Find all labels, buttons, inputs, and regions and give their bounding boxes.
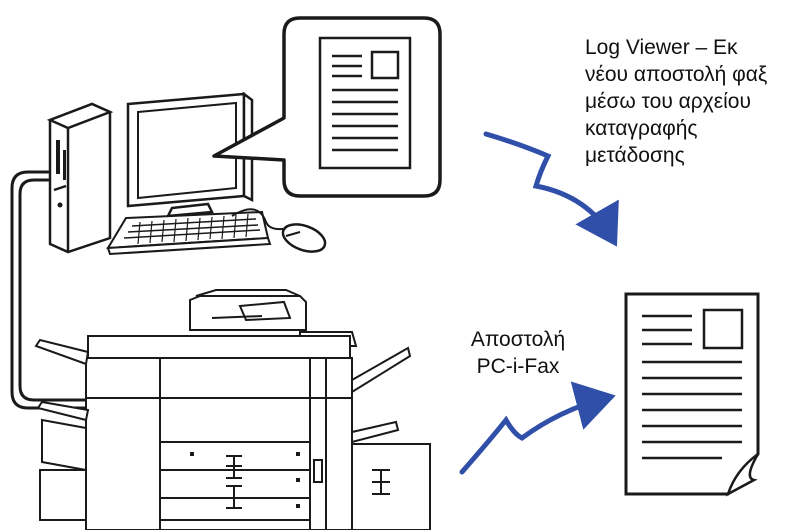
fax-document-icon [624,292,760,497]
monitor-icon [126,91,254,218]
computer-tower-icon [46,102,114,254]
keyboard-icon [106,210,272,256]
caption-line: PC-i-Fax [476,355,560,378]
caption-line: καταγραφής [585,117,698,140]
resend-arrow [483,131,619,247]
caption-line: μέσω του αρχείου [585,90,751,113]
document-callout-icon [212,16,442,198]
multifunction-printer-icon [34,289,431,530]
pc-fax-arrow [459,381,616,475]
caption-line: νέου αποστολή φαξ [585,63,768,86]
arrow-icon [459,131,619,475]
caption-line: Αποστολή [470,328,566,351]
caption-line: Log Viewer – Εκ [585,36,738,59]
mouse-icon [231,208,327,253]
log-viewer-caption: Log Viewer – Εκ νέου αποστολή φαξ μέσω τ… [585,34,767,169]
pc-fax-caption: Αποστολή PC-i-Fax [470,326,566,380]
caption-line: μετάδοσης [585,144,685,167]
connection-cable-icon [10,170,90,410]
